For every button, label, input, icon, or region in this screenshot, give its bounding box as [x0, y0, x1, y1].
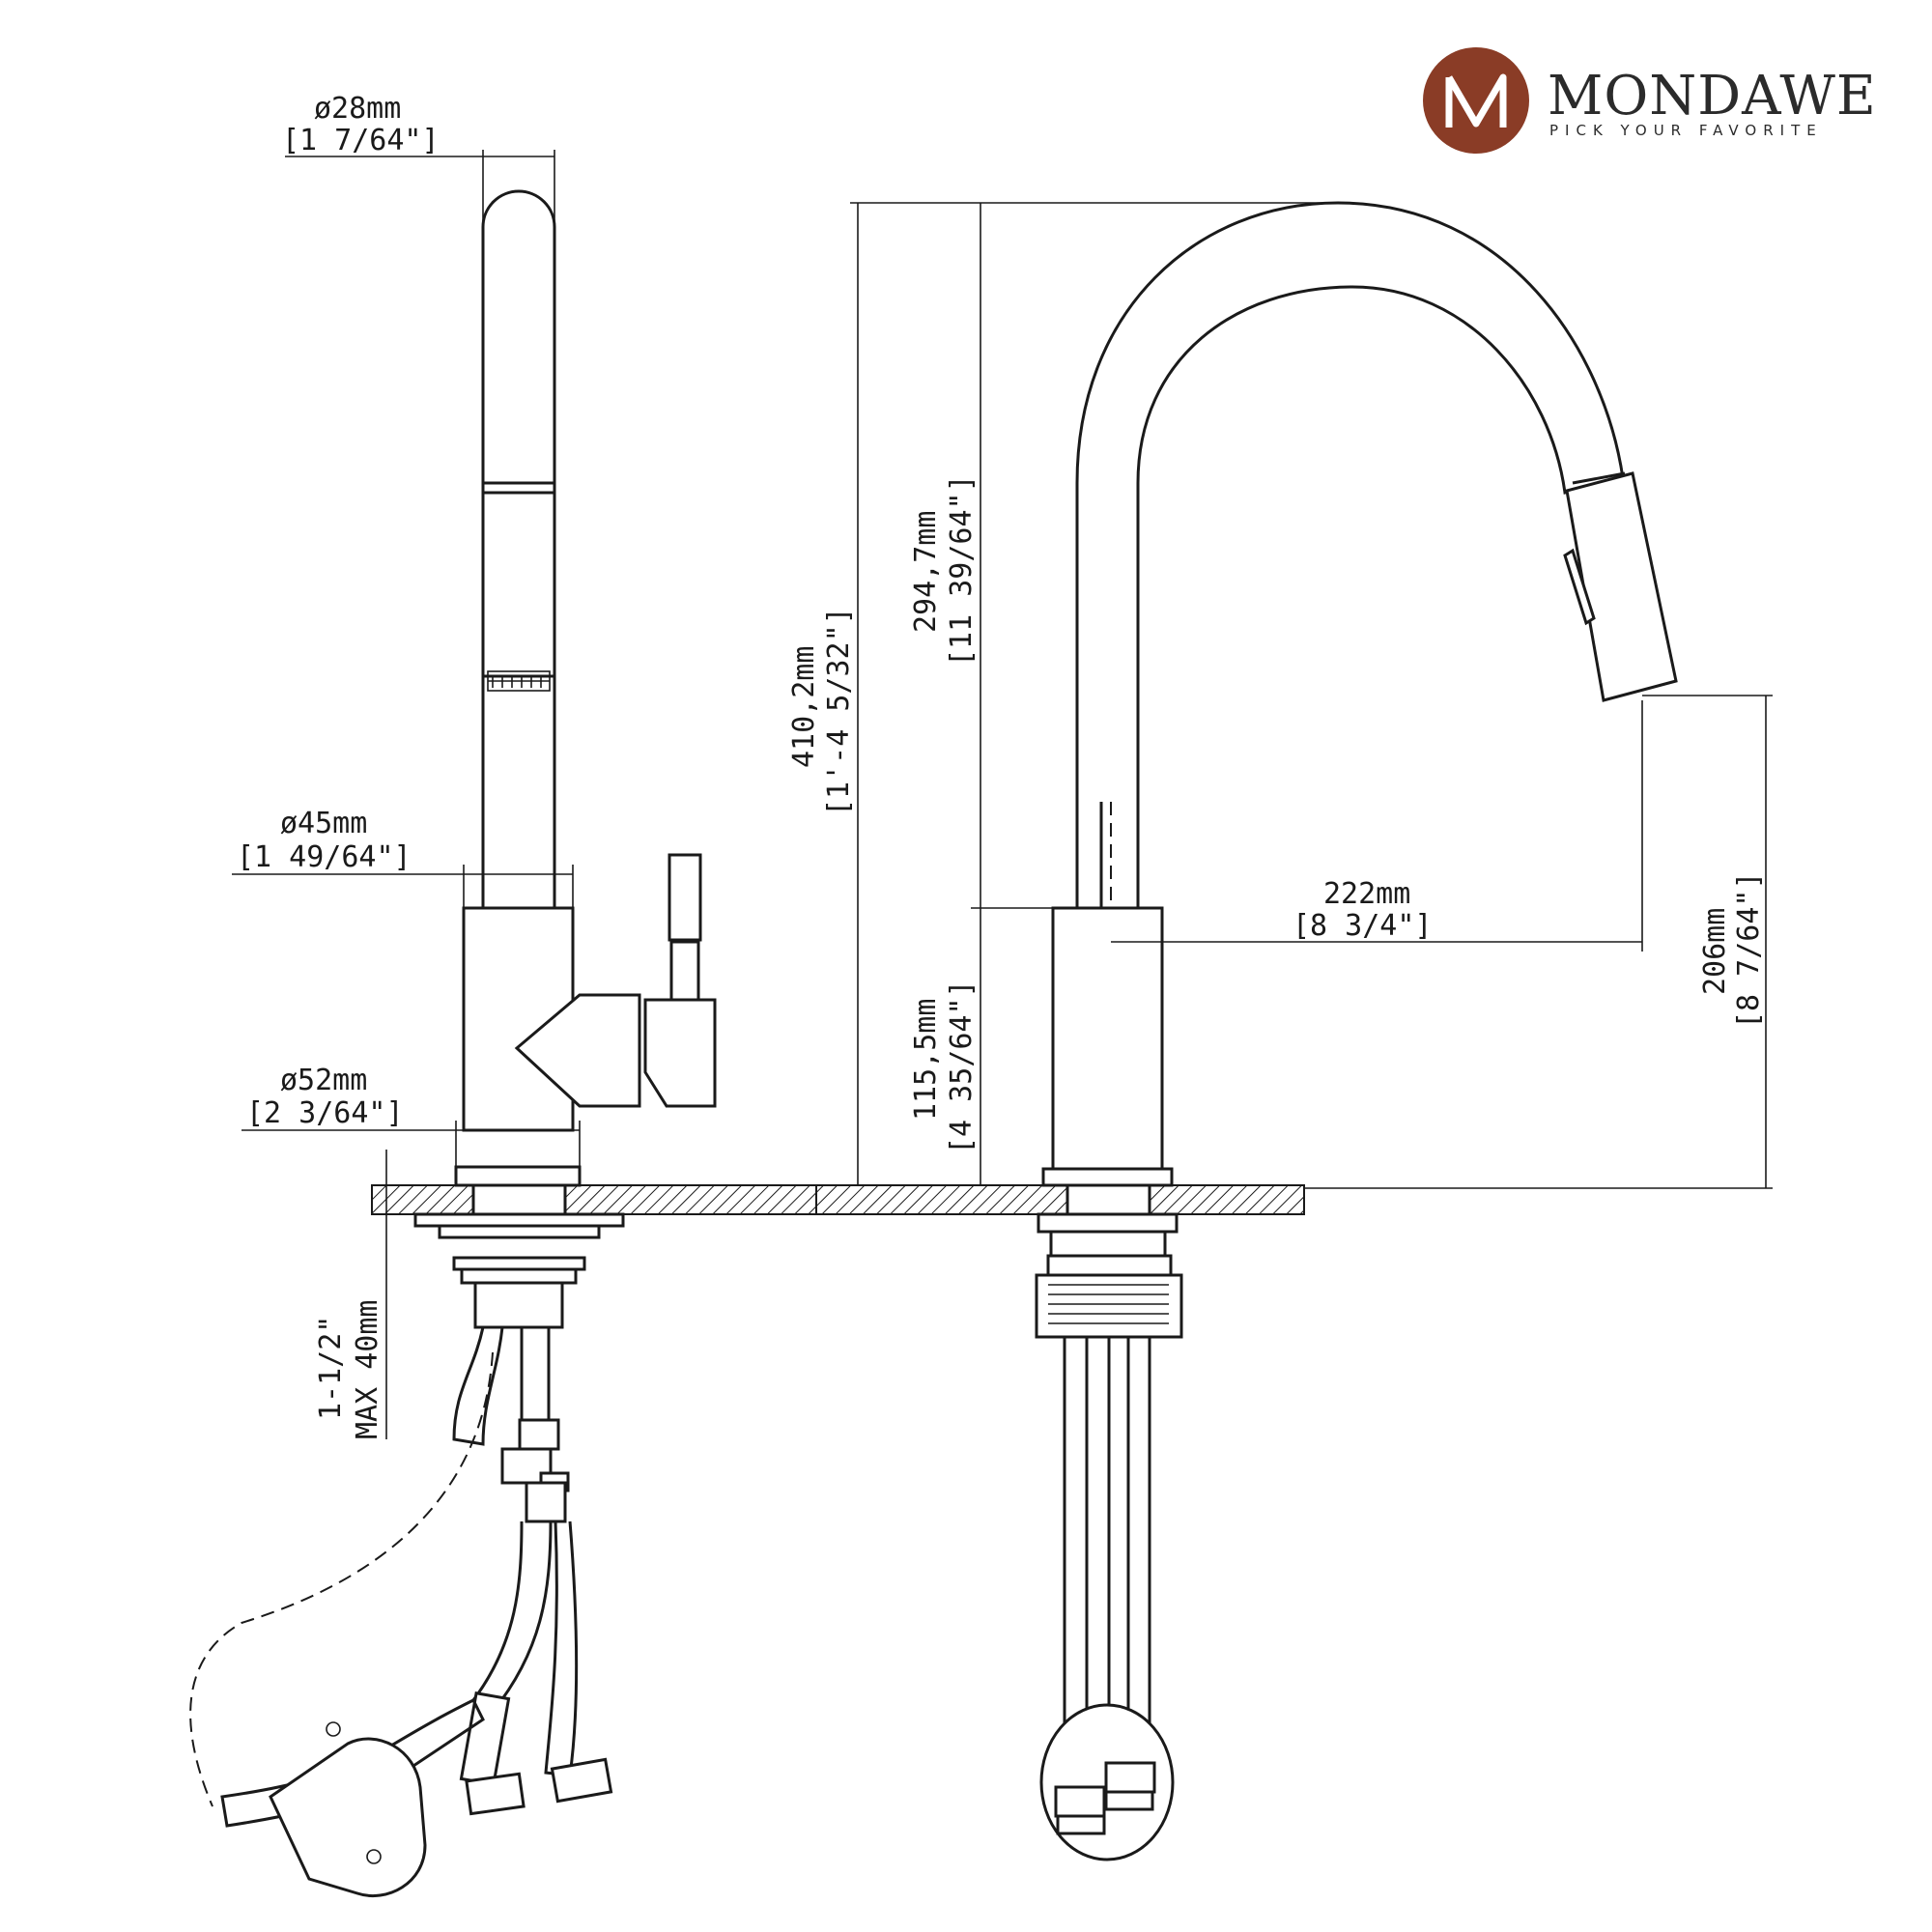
- dim-deck-thickness-imperial: 1-1/2": [314, 1316, 348, 1420]
- front-supply-tubes: [1063, 1335, 1151, 1764]
- dim-spout-diameter-metric: ø28mm: [314, 92, 401, 126]
- side-supply-line: [520, 1327, 551, 1420]
- dim-spout-height-imperial: [11 39/64"]: [945, 474, 979, 667]
- front-sprayhead: [1565, 471, 1678, 702]
- dim-base-diameter-imperial: [2 3/64"]: [246, 1096, 404, 1130]
- dim-spout-reach-metric: 222mm: [1323, 877, 1410, 911]
- dim-outlet-clearance-imperial: [8 7/64"]: [1732, 871, 1766, 1029]
- brand-name: MONDAWE: [1548, 65, 1877, 128]
- side-base-ring: [454, 1165, 582, 1187]
- side-counterweight: [269, 1737, 427, 1898]
- dim-overall-height-metric: 410,2mm: [787, 646, 821, 768]
- brand-tagline: PICK YOUR FAVORITE: [1549, 122, 1823, 139]
- front-base-ring: [1041, 1167, 1174, 1187]
- dim-body-diameter-metric: ø45mm: [280, 807, 367, 840]
- countertop-left: [371, 1184, 817, 1215]
- dim-spout-height-metric: 294,7mm: [909, 511, 943, 633]
- front-body: [1051, 906, 1164, 1171]
- dim-base-diameter-metric: ø52mm: [280, 1064, 367, 1097]
- side-handle-wedge: [514, 993, 641, 1108]
- dim-spout-diameter-imperial: [1 7/64"]: [282, 124, 440, 157]
- dim-overall-height-imperial: [1'-4 5/32"]: [822, 607, 856, 816]
- dim-deck-thickness-metric: MAX 40mm: [351, 1300, 384, 1440]
- dim-body-height-imperial: [4 35/64"]: [945, 980, 979, 1154]
- countertop-right: [815, 1184, 1305, 1215]
- dim-spout-reach-imperial: [8 3/4"]: [1293, 909, 1433, 943]
- logo-m-mark: [1445, 73, 1507, 128]
- side-handle-lever: [643, 998, 717, 1108]
- dim-body-diameter-imperial: [1 49/64"]: [237, 840, 412, 874]
- logo-circle: [1423, 47, 1529, 154]
- dimension-lines: [232, 150, 1773, 1439]
- brand-logo: MONDAWE PICK YOUR FAVORITE: [1423, 47, 1877, 154]
- side-view: [189, 189, 717, 1898]
- side-hose-left: [452, 1326, 504, 1446]
- dim-outlet-clearance-metric: 206mm: [1698, 908, 1732, 995]
- front-spout: [1075, 201, 1625, 915]
- dimension-labels: ø28mm [1 7/64"] ø45mm [1 49/64"] ø52mm […: [237, 92, 1766, 1439]
- dim-body-height-metric: 115,5mm: [909, 999, 943, 1121]
- side-spout: [481, 189, 556, 910]
- front-view: [1035, 201, 1678, 1861]
